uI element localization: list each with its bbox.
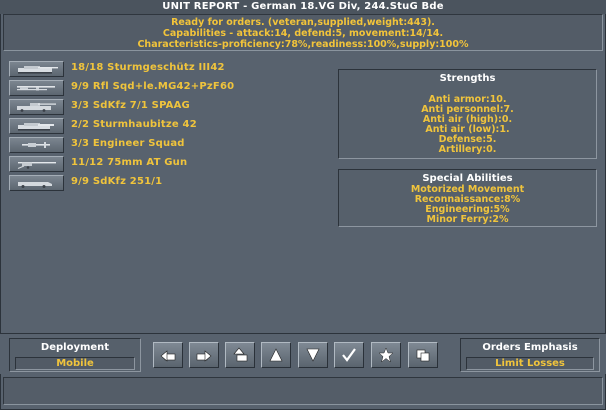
assault-howitzer-icon[interactable]	[9, 118, 64, 134]
prev-unit-button[interactable]	[153, 342, 183, 368]
strength-artillery: Artillery:0.	[438, 144, 497, 155]
halftrack-icon[interactable]	[9, 175, 64, 191]
special-abilities-panel: Special Abilities Motorized Movement Rec…	[338, 169, 597, 227]
strength-anti-armor: Anti armor:10.	[428, 94, 507, 105]
strengths-panel: Strengths Anti armor:10. Anti personnel:…	[338, 69, 597, 159]
unit-status-box: Ready for orders. (veteran,supplied,weig…	[3, 14, 603, 51]
triangle-down-icon	[306, 348, 320, 362]
deployment-select[interactable]: Mobile	[15, 357, 135, 370]
strength-anti-air-low: Anti air (low):1.	[425, 124, 510, 135]
deployment-title: Deployment	[40, 342, 110, 353]
window-title: UNIT REPORT - German 18.VG Div, 244.StuG…	[0, 0, 606, 14]
move-down-button[interactable]	[298, 342, 328, 368]
favorite-button[interactable]	[371, 342, 401, 368]
unit-label: 2/2 Sturmhaubitze 42	[71, 119, 197, 130]
unit-label: 18/18 Sturmgeschütz III42	[71, 62, 225, 73]
ability-motorized: Motorized Movement	[410, 184, 525, 195]
message-bar	[3, 377, 603, 405]
unit-row[interactable]: 3/3 SdKfz 7/1 SPAAG	[9, 98, 329, 117]
unit-label: 9/9 Rfl Sqd+le.MG42+PzF60	[71, 81, 235, 92]
strength-anti-air-high: Anti air (high):0.	[422, 114, 513, 125]
unit-row[interactable]: 18/18 Sturmgeschütz III42	[9, 60, 329, 79]
halftrack-aa-icon[interactable]	[9, 99, 64, 115]
ability-reconnaissance: Reconnaissance:8%	[414, 194, 521, 205]
move-up-button[interactable]	[261, 342, 291, 368]
ability-minor-ferry: Minor Ferry:2%	[426, 214, 509, 225]
unit-component-list: 18/18 Sturmgeschütz III42 9/9 Rfl Sqd+le…	[9, 60, 329, 193]
ability-engineering: Engineering:5%	[425, 204, 510, 215]
next-unit-button[interactable]	[189, 342, 219, 368]
unit-label: 3/3 Engineer Squad	[71, 138, 185, 149]
prev-unit-icon	[160, 350, 176, 362]
confirm-button[interactable]	[334, 342, 364, 368]
unit-row[interactable]: 11/12 75mm AT Gun	[9, 155, 329, 174]
deployment-box: Deployment Mobile	[9, 338, 141, 372]
stacked-squares-icon	[416, 349, 430, 362]
assault-gun-icon[interactable]	[9, 61, 64, 77]
star-icon	[378, 347, 394, 363]
strength-defense: Defense:5.	[438, 134, 497, 145]
unit-row[interactable]: 2/2 Sturmhaubitze 42	[9, 117, 329, 136]
orders-emphasis-box: Orders Emphasis Limit Losses	[460, 338, 600, 372]
unit-label: 11/12 75mm AT Gun	[71, 157, 188, 168]
unit-label: 9/9 SdKfz 251/1	[71, 176, 163, 187]
abilities-title: Special Abilities	[422, 173, 513, 184]
status-line-readiness: Ready for orders. (veteran,supplied,weig…	[171, 17, 435, 28]
upgrade-unit-icon	[233, 347, 248, 362]
status-line-characteristics: Characteristics-proficiency:78%,readines…	[137, 39, 469, 50]
orders-emphasis-select[interactable]: Limit Losses	[466, 357, 594, 370]
status-line-capabilities: Capabilities - attack:14, defend:5, move…	[162, 28, 444, 39]
orders-title: Orders Emphasis	[482, 342, 578, 353]
unit-label: 3/3 SdKfz 7/1 SPAAG	[71, 100, 190, 111]
triangle-up-icon	[269, 348, 283, 362]
strength-anti-personnel: Anti personnel:7.	[421, 104, 514, 115]
rifle-squad-icon[interactable]	[9, 80, 64, 96]
unit-row[interactable]: 9/9 SdKfz 251/1	[9, 174, 329, 193]
unit-row[interactable]: 9/9 Rfl Sqd+le.MG42+PzF60	[9, 79, 329, 98]
unit-row[interactable]: 3/3 Engineer Squad	[9, 136, 329, 155]
copy-button[interactable]	[408, 342, 438, 368]
at-gun-icon[interactable]	[9, 156, 64, 172]
strengths-title: Strengths	[439, 73, 496, 84]
upgrade-unit-button[interactable]	[225, 342, 255, 368]
next-unit-icon	[196, 350, 212, 362]
engineer-icon[interactable]	[9, 137, 64, 153]
checkmark-icon	[342, 348, 356, 362]
